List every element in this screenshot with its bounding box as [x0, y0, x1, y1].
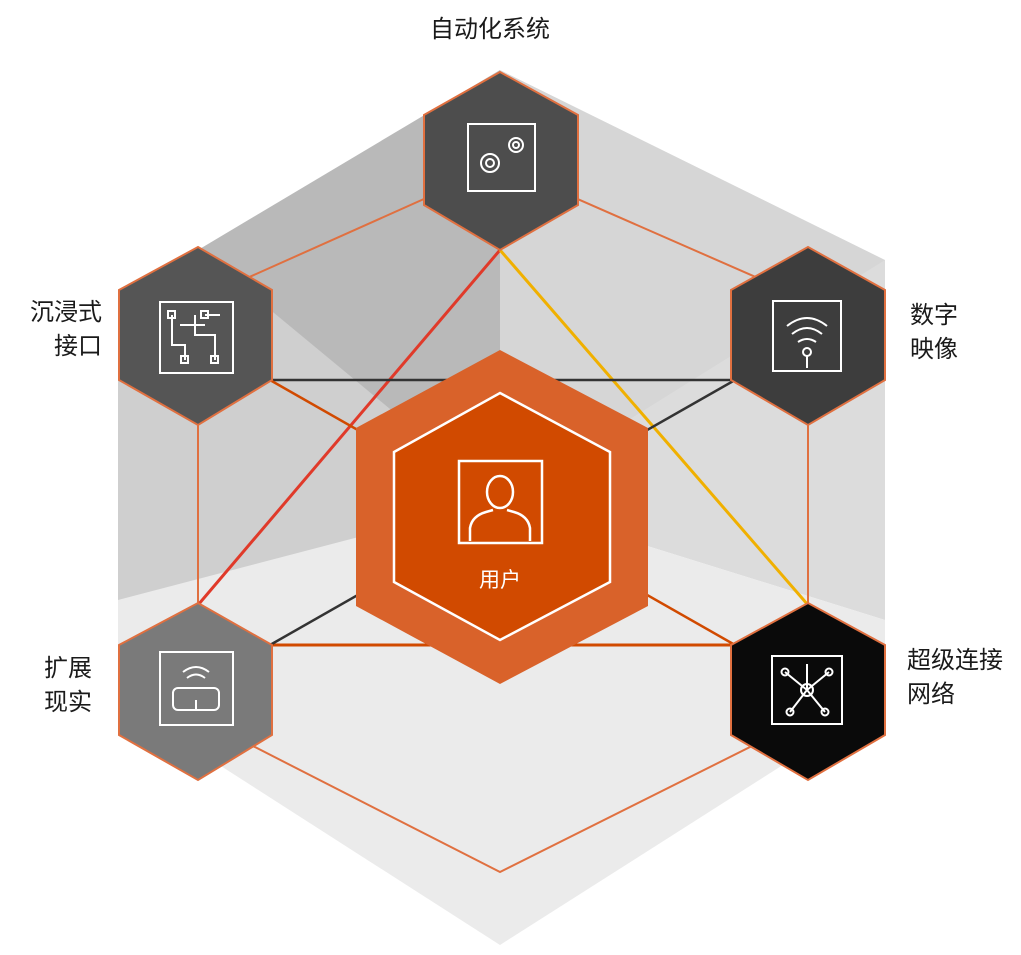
node-lower-left: [118, 601, 273, 782]
label-lower-right-line-1: 超级连接: [907, 646, 1003, 674]
label-lower-left-line-2: 现实: [44, 688, 92, 716]
node-upper-right-hex: [730, 245, 886, 427]
center-hex-inner: [392, 391, 612, 642]
label-upper-right: 数字 映像: [910, 298, 958, 366]
label-top-line-1: 自动化系统: [430, 15, 550, 43]
label-upper-left: 沉浸式 接口: [18, 295, 102, 363]
label-upper-left-line-2: 接口: [54, 332, 102, 360]
label-upper-left-line-1: 沉浸式: [30, 298, 102, 326]
vr-headset-icon: [159, 651, 234, 726]
label-top: 自动化系统: [430, 12, 550, 46]
panel-bottom: [118, 500, 885, 945]
network-hub-icon: [771, 655, 843, 725]
gears-icon: [467, 123, 536, 192]
node-lower-left-hex: [118, 601, 273, 782]
center-node: [356, 350, 648, 684]
node-upper-left: [118, 245, 273, 427]
node-lower-right: [730, 601, 886, 782]
label-lower-left-line-1: 扩展: [44, 654, 92, 682]
line-top-to-lower-left: [196, 249, 502, 606]
circuit-board-icon: [159, 301, 234, 374]
node-top: [423, 70, 579, 252]
wifi-signal-icon: [772, 300, 842, 372]
label-lower-right: 超级连接 网络: [907, 643, 1003, 711]
user-icon: [457, 459, 544, 545]
node-upper-right: [730, 245, 886, 427]
label-lower-right-line-2: 网络: [907, 680, 955, 708]
label-upper-right-line-2: 映像: [910, 335, 958, 363]
label-lower-left: 扩展 现实: [44, 651, 92, 719]
node-top-hex: [423, 70, 579, 252]
label-upper-right-line-1: 数字: [910, 301, 958, 329]
center-label: 用户: [479, 568, 521, 592]
